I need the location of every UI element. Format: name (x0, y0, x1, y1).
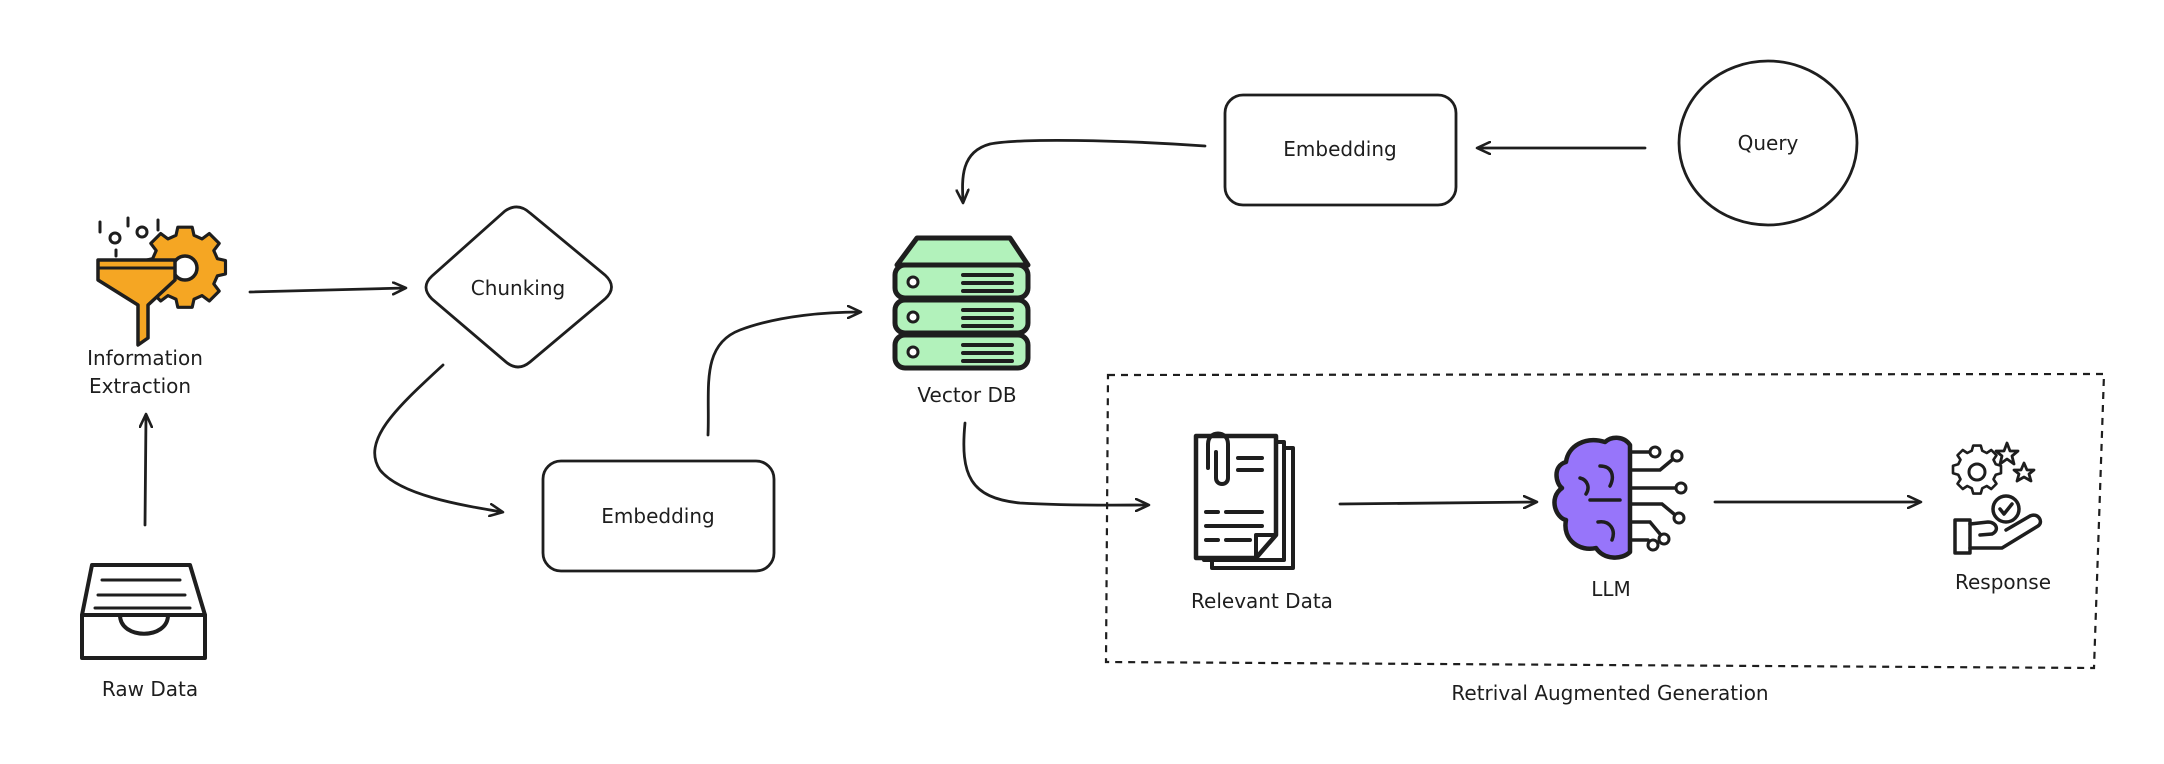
funnel-gear-icon (96, 216, 228, 347)
arrow-raw-to-extraction (145, 415, 146, 527)
raw-data-label: Raw Data (102, 677, 198, 701)
vector-db-label: Vector DB (917, 383, 1016, 407)
embedding-docs-label: Embedding (601, 504, 714, 528)
arrow-embedding-to-vectordb (706, 312, 860, 437)
inbox-tray-icon (80, 563, 207, 660)
embedding-docs-node[interactable]: Embedding (541, 459, 776, 573)
rag-group: Retrival Augmented Generation (1104, 372, 2106, 705)
query-circle (1677, 59, 1859, 227)
query-node[interactable]: Query (1677, 59, 1859, 227)
llm-label: LLM (1591, 577, 1631, 601)
chunking-label: Chunking (471, 276, 566, 300)
documents-icon (1193, 431, 1295, 570)
arrow-embedding-to-vectordb-top (963, 138, 1207, 202)
relevant-data-label: Relevant Data (1191, 589, 1333, 613)
rag-group-frame (1104, 372, 2106, 670)
arrow-vectordb-to-relevant (962, 421, 1148, 505)
raw-data-node[interactable]: Raw Data (80, 563, 207, 701)
arrow-chunking-to-embedding (373, 363, 502, 512)
embedding-query-label: Embedding (1283, 137, 1396, 161)
llm-node[interactable]: LLM (1552, 435, 1688, 601)
chunking-node[interactable]: Chunking (424, 205, 613, 369)
response-node[interactable]: Response (1951, 441, 2051, 594)
hand-gears-check-icon (1951, 441, 2043, 555)
arrow-relevant-to-llm (1338, 502, 1536, 504)
vector-db-node[interactable]: Vector DB (892, 235, 1031, 407)
response-label: Response (1955, 570, 2051, 594)
connectors (145, 138, 1920, 527)
database-server-icon (892, 235, 1031, 371)
embedding-docs-box (541, 459, 776, 573)
info-extraction-label-line1: Information (87, 346, 203, 370)
info-extraction-node[interactable]: Information Extraction (87, 216, 228, 398)
brain-circuit-icon (1552, 435, 1688, 560)
query-label: Query (1738, 131, 1799, 155)
embedding-query-node[interactable]: Embedding (1223, 93, 1458, 207)
embedding-query-box (1223, 93, 1458, 207)
chunking-diamond (424, 205, 613, 369)
arrow-extraction-to-chunking (248, 288, 405, 292)
info-extraction-label-line2: Extraction (89, 374, 191, 398)
relevant-data-node[interactable]: Relevant Data (1191, 431, 1333, 614)
rag-group-label: Retrival Augmented Generation (1451, 681, 1768, 705)
